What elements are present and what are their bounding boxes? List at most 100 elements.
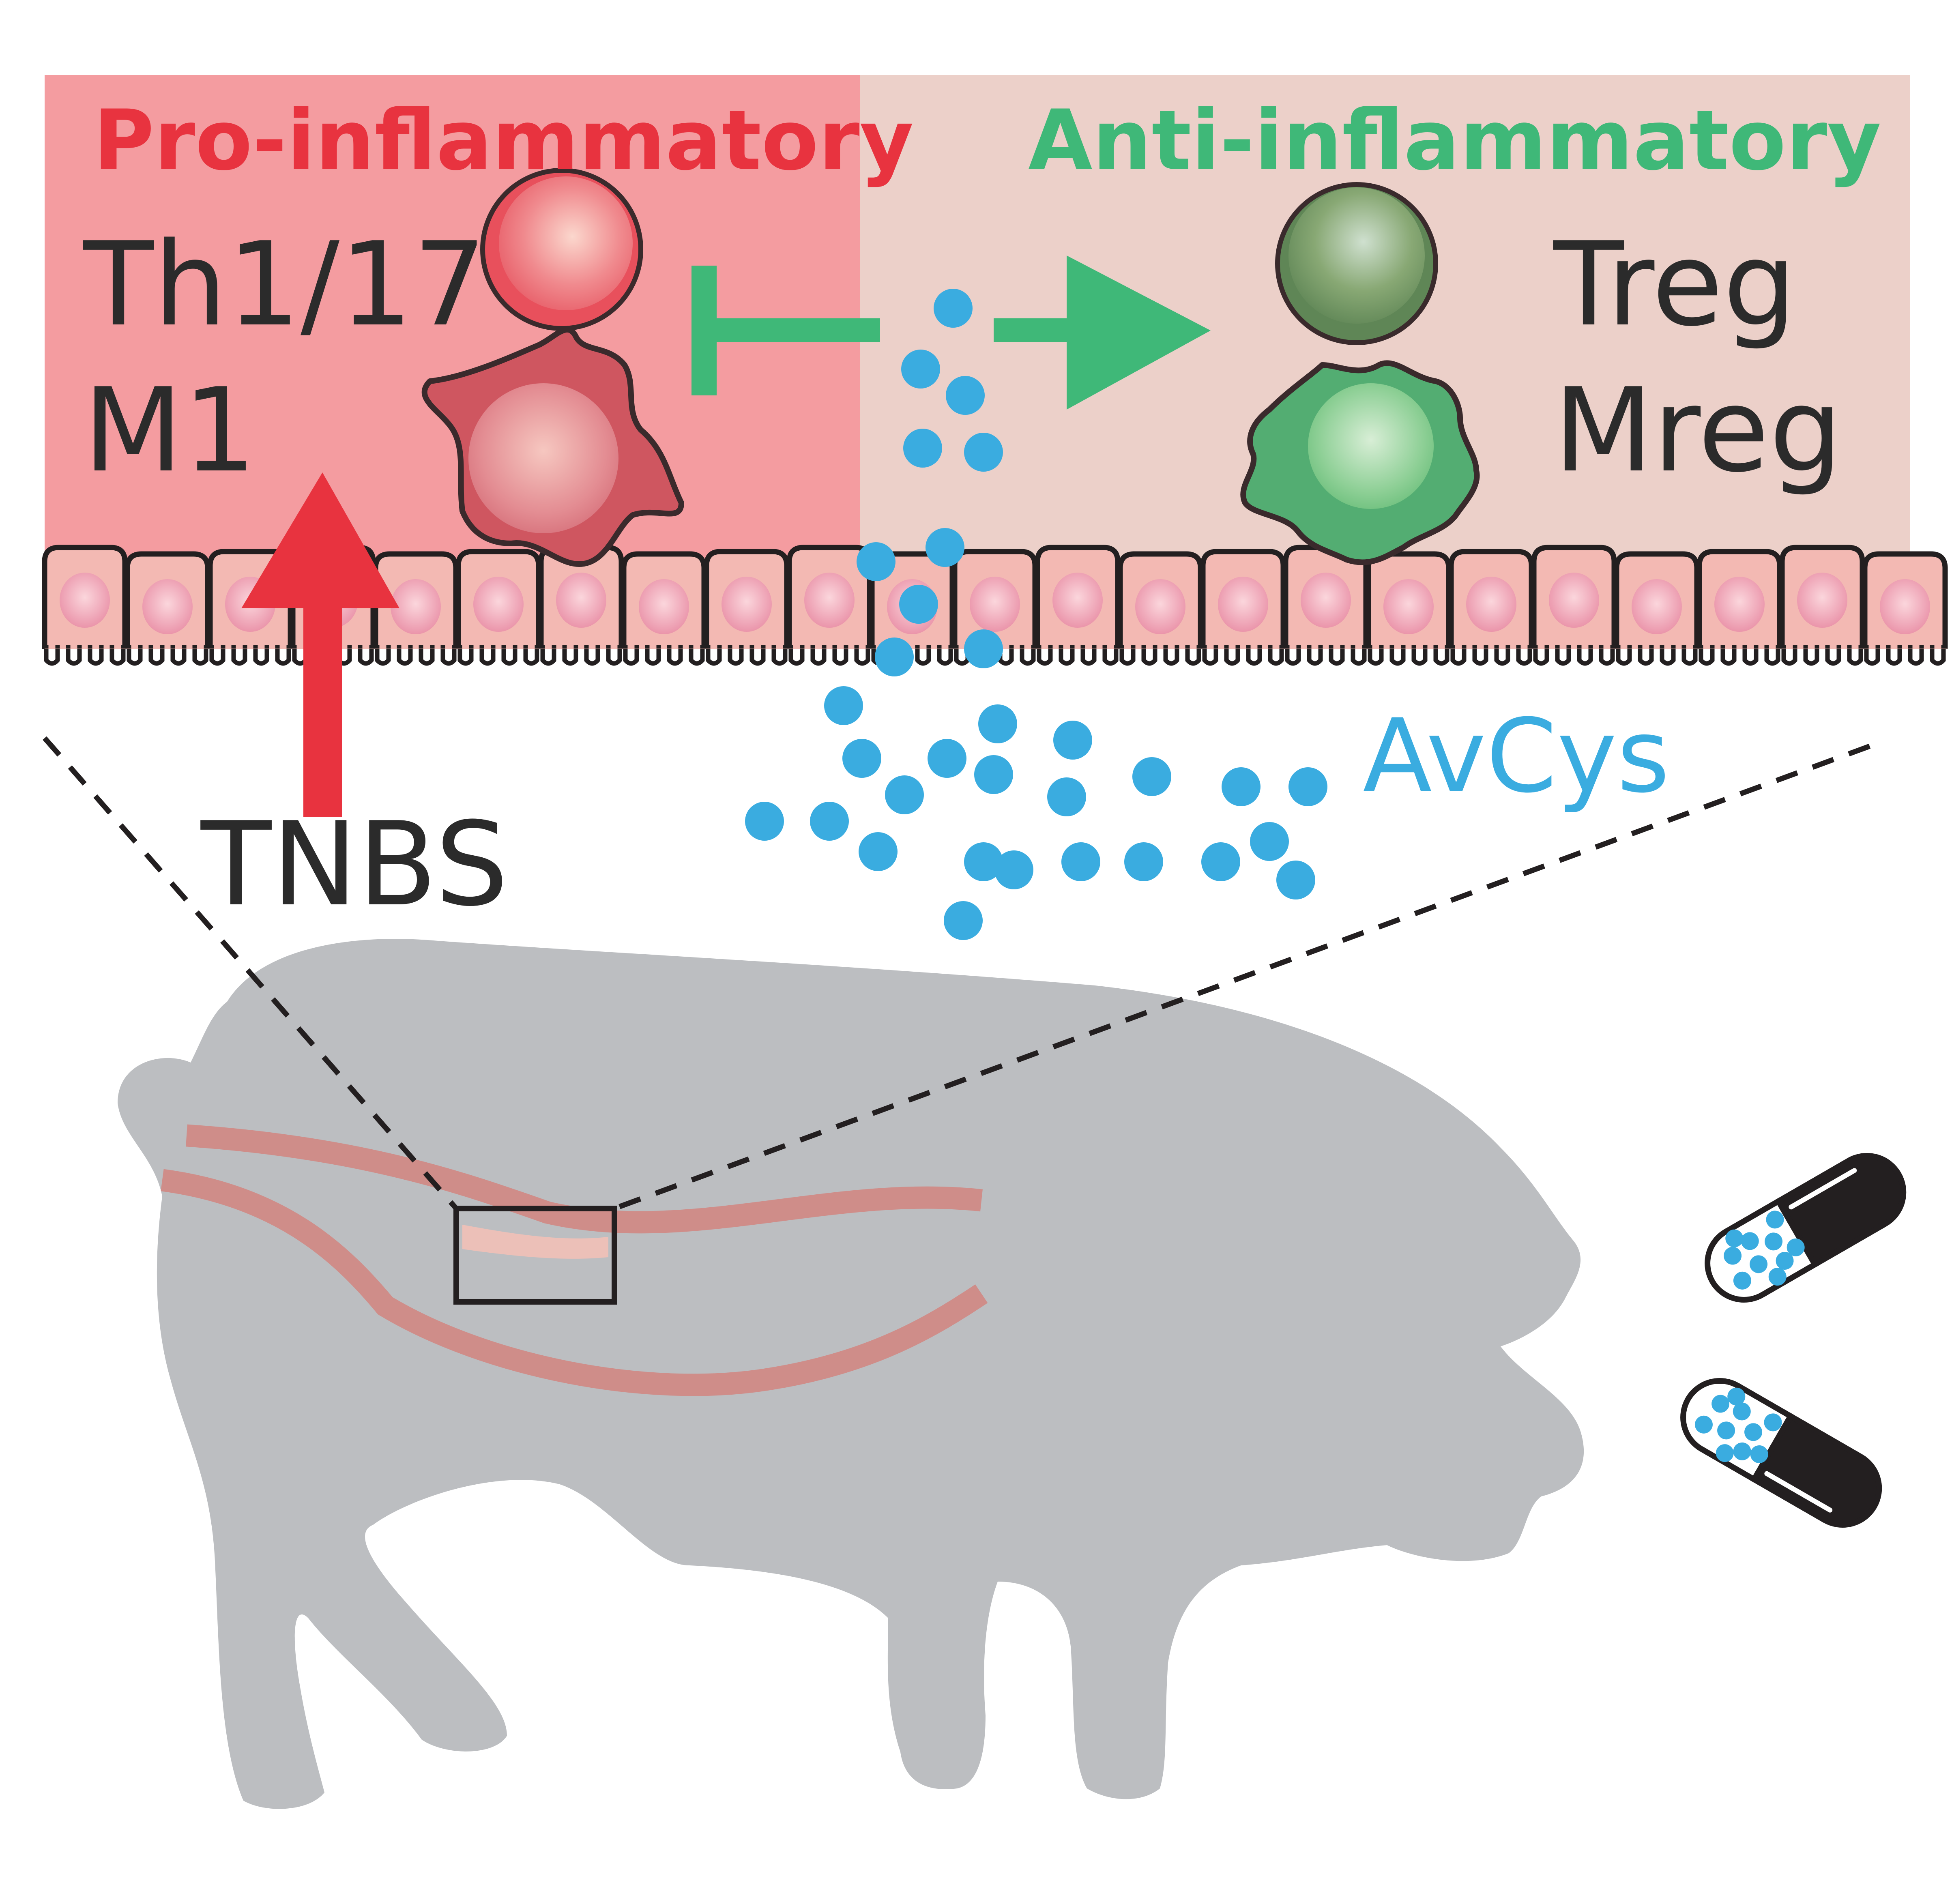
avcys-particles xyxy=(745,289,1327,940)
microvillus xyxy=(1616,645,1632,666)
intestine-upper xyxy=(186,1124,983,1234)
capsule-particle xyxy=(1750,1255,1768,1273)
microvillus xyxy=(1825,645,1841,666)
avcys-particle xyxy=(824,686,863,725)
microvillus xyxy=(1224,645,1240,666)
inhibition-arrow xyxy=(691,266,880,395)
avcys-particle xyxy=(810,802,849,841)
epithelial-cell xyxy=(1614,551,1700,666)
microvillus xyxy=(209,645,225,666)
microvillus xyxy=(1450,645,1467,666)
epithelial-cell xyxy=(786,545,872,666)
epithelial-cell xyxy=(1448,549,1534,666)
avcys-particle xyxy=(899,585,938,624)
microvillus xyxy=(66,645,82,666)
microvillus xyxy=(1781,645,1797,666)
epithelial-cell xyxy=(1200,549,1286,666)
capsule-particle xyxy=(1744,1423,1763,1441)
microvillus xyxy=(1533,645,1549,666)
microvillus xyxy=(1742,645,1759,666)
microvillus xyxy=(1720,645,1737,666)
capsule-particle xyxy=(1725,1229,1744,1247)
microvillus xyxy=(1102,645,1119,666)
avcys-particle xyxy=(1250,822,1289,861)
microvillus xyxy=(501,645,518,666)
microvillus xyxy=(1119,645,1136,666)
microvillus xyxy=(706,645,722,666)
epithelial-nucleus xyxy=(1466,577,1516,632)
microvillus xyxy=(1389,645,1406,666)
anti-inflammatory-title: Anti-inflammatory xyxy=(1028,92,1881,189)
avcys-particle xyxy=(1132,757,1171,796)
microvillus xyxy=(88,645,104,666)
microvillus xyxy=(954,645,970,666)
avcys-particle xyxy=(745,802,784,841)
epithelial-nucleus xyxy=(1301,573,1351,628)
microvillus xyxy=(832,645,848,666)
avcys-particle xyxy=(901,350,940,389)
microvillus xyxy=(584,645,600,666)
tnbs-arrow xyxy=(241,472,399,817)
epithelial-nucleus xyxy=(1714,577,1765,632)
capsule-particle xyxy=(1727,1387,1746,1406)
microvillus xyxy=(397,645,413,666)
microvillus xyxy=(1020,645,1036,666)
red-lymphocyte-icon xyxy=(480,168,643,331)
capsule-particle xyxy=(1750,1445,1768,1463)
capsule-particle xyxy=(1787,1238,1805,1256)
avcys-particle xyxy=(875,638,914,676)
avcys-particle xyxy=(926,528,964,567)
capsule-particle xyxy=(1766,1211,1784,1229)
avcys-particle xyxy=(1053,721,1092,760)
microvillus xyxy=(915,645,931,666)
microvillus xyxy=(1472,645,1488,666)
avcys-particle xyxy=(944,901,983,940)
microvillus xyxy=(44,645,60,666)
microvillus xyxy=(1577,645,1593,666)
capsule-particle xyxy=(1733,1442,1751,1460)
capsule-particle xyxy=(1733,1402,1751,1421)
epithelial-nucleus xyxy=(722,577,772,632)
microvillus xyxy=(1599,645,1615,666)
green-macrophage-icon xyxy=(1240,360,1480,565)
microvillus xyxy=(1163,645,1179,666)
epithelial-nucleus xyxy=(473,577,524,632)
capsule-particle xyxy=(1716,1444,1734,1462)
intestine-lower xyxy=(161,1169,988,1396)
avcys-particle xyxy=(964,842,1003,881)
microvillus xyxy=(645,645,661,666)
capsule-particle xyxy=(1776,1251,1794,1270)
microvillus xyxy=(110,645,126,666)
epithelial-nucleus xyxy=(1383,579,1434,634)
epithelial-cell xyxy=(125,551,210,666)
microvillus xyxy=(667,645,683,666)
capsule-particle xyxy=(1764,1413,1782,1432)
microvillus xyxy=(1886,645,1902,666)
th1-17-label: Th1/17 xyxy=(83,217,487,352)
avcys-particle xyxy=(1222,767,1261,806)
microvillus xyxy=(788,645,805,666)
capsule-particle xyxy=(1733,1271,1751,1290)
m1-label: M1 xyxy=(83,363,257,498)
microvillus xyxy=(1638,645,1654,666)
avcys-particle xyxy=(994,850,1033,889)
avcys-particle xyxy=(885,775,924,814)
microvillus xyxy=(1059,645,1075,666)
microvillus xyxy=(623,645,639,666)
avcys-particle xyxy=(974,755,1013,794)
epithelial-cell xyxy=(621,551,707,666)
microvillus xyxy=(1803,645,1819,666)
epithelial-cell xyxy=(1117,551,1203,666)
avcys-particle xyxy=(857,542,895,581)
avcys-particle xyxy=(1124,842,1163,881)
mreg-label: Mreg xyxy=(1553,363,1843,498)
avcys-particle xyxy=(842,739,881,778)
microvillus xyxy=(1351,645,1367,666)
treg-label: Treg xyxy=(1553,217,1797,352)
microvillus xyxy=(771,645,788,666)
microvillus xyxy=(1307,645,1323,666)
avcys-particle xyxy=(1201,842,1240,881)
avcys-particle xyxy=(964,433,1003,472)
microvillus xyxy=(1141,645,1157,666)
epithelial-nucleus xyxy=(1880,579,1930,634)
